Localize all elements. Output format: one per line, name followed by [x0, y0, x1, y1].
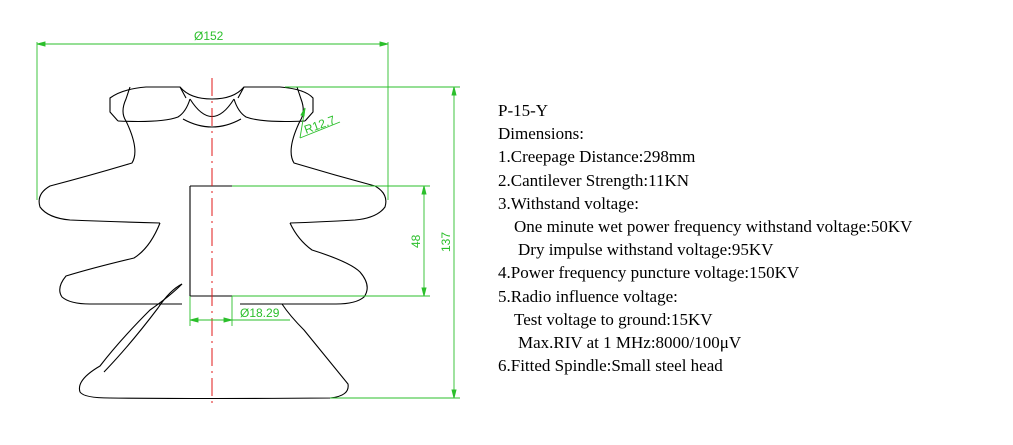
spec-line: Test voltage to ground:15KV: [514, 309, 713, 329]
spec-block: P-15-Y Dimensions: 1.Creepage Distance:2…: [498, 99, 998, 377]
dim-top-radius: R12.7: [302, 113, 337, 137]
spec-line: Max.RIV at 1 MHz:8000/100μV: [518, 333, 742, 353]
spec-heading: Dimensions:: [498, 124, 584, 144]
spec-line: 1.Creepage Distance:298mm: [498, 147, 696, 167]
model-name: P-15-Y: [498, 101, 549, 120]
dim-height: 137: [439, 232, 453, 252]
insulator-outline: [38, 86, 387, 400]
dim-spindle-hole-diameter: Ø18.29: [240, 306, 280, 320]
spec-line: 6.Fitted Spindle:Small steel head: [498, 356, 723, 376]
spec-line: One minute wet power frequency withstand…: [514, 217, 913, 237]
spec-line: 4.Power frequency puncture voltage:150KV: [498, 263, 800, 283]
spec-line: 3.Withstand voltage:: [498, 193, 639, 213]
spec-line: Dry impulse withstand voltage:95KV: [518, 240, 774, 260]
dimension-lines: [36, 41, 460, 399]
dim-spindle-hole-depth: 48: [409, 234, 423, 248]
dim-overall-diameter: Ø152: [194, 29, 224, 43]
spec-line: 2.Cantilever Strength:11KN: [498, 170, 690, 190]
insulator-drawing: Ø152 R12.7 48 137 Ø18.29: [36, 29, 460, 408]
spec-line: 5.Radio influence voltage:: [498, 286, 678, 306]
